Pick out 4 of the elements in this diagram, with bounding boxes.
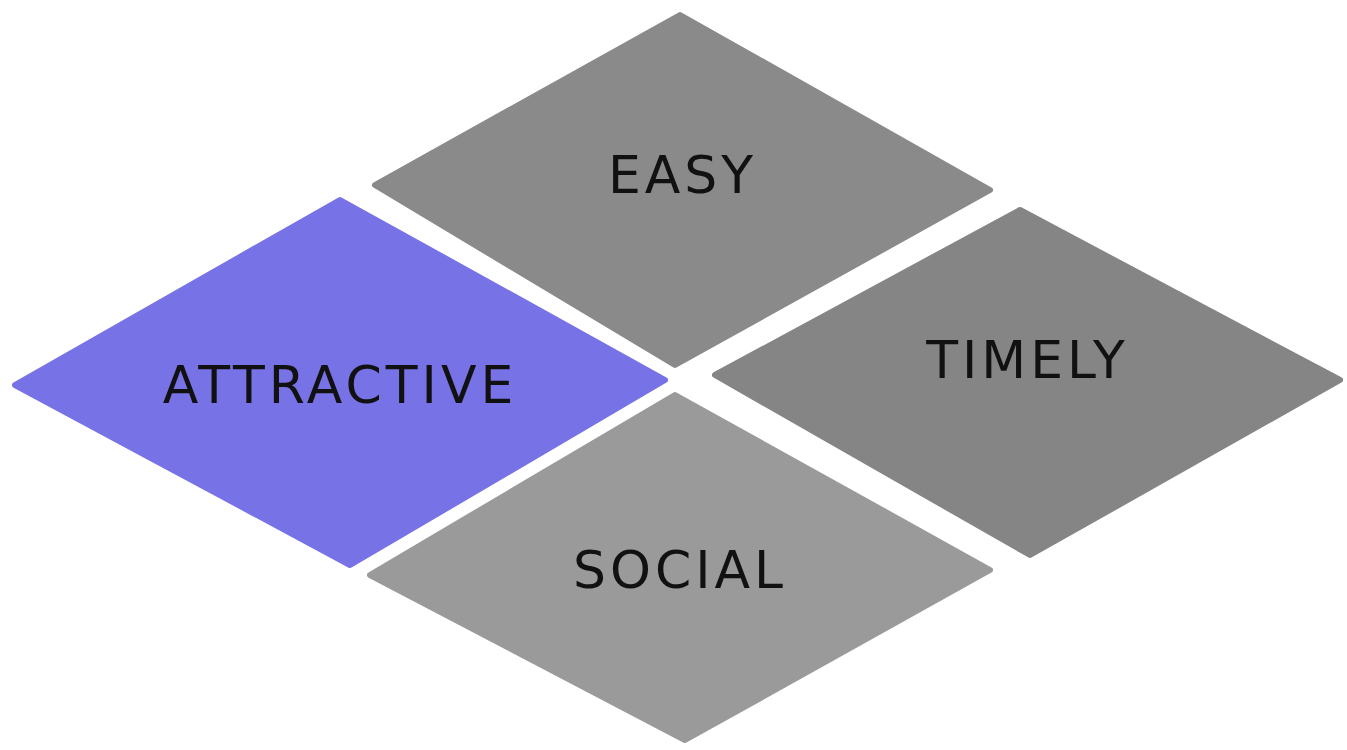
diamond-label: TIMELY bbox=[926, 330, 1129, 390]
diamond-label: ATTRACTIVE bbox=[162, 355, 518, 415]
diamond-label: SOCIAL bbox=[572, 540, 788, 600]
diamond-label: EASY bbox=[607, 145, 758, 205]
